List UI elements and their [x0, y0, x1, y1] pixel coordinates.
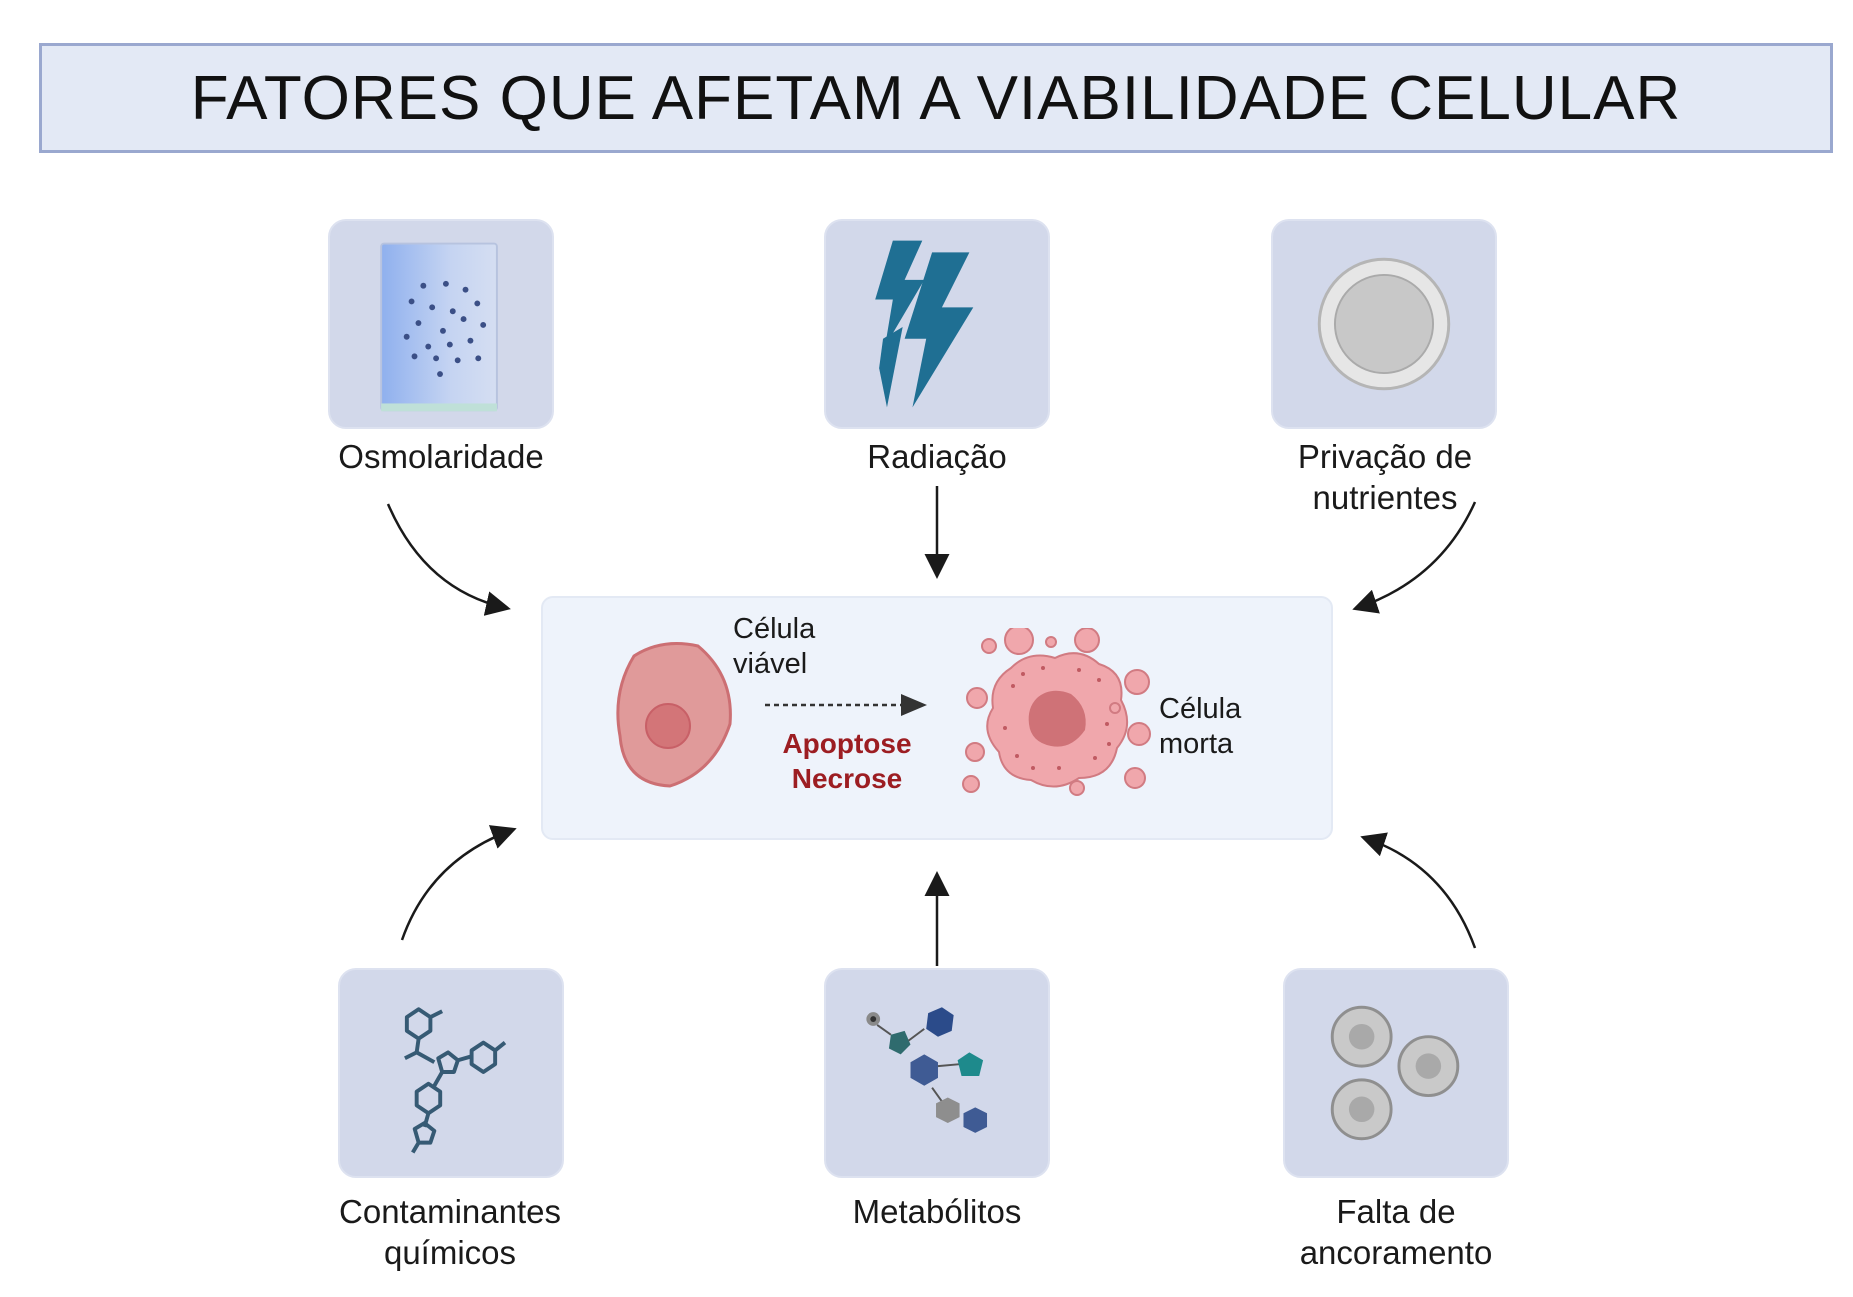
factor-box-privacao: [1271, 219, 1497, 429]
dead-cell-icon: [962, 628, 1151, 796]
floating-cells-icon: [1330, 1005, 1460, 1141]
label-privacao: Privação de nutrientes: [1297, 438, 1473, 516]
molecule-icon: [404, 1007, 507, 1154]
label-contaminantes: Contaminantes químicos: [339, 1193, 561, 1271]
metabolites-icon: [866, 1007, 988, 1133]
process-label: Apoptose Necrose: [782, 728, 912, 794]
label-radiacao: Radiação: [867, 438, 1007, 475]
process-arrow: [765, 694, 927, 716]
label-ancoramento: Falta de ancoramento: [1299, 1193, 1493, 1271]
dead-cell-label: Célula morta: [1159, 693, 1242, 760]
arrow-osmolaridade: [386, 503, 511, 616]
cell-death-panel: Célula viável Apoptose Necrose: [541, 596, 1333, 840]
factor-box-osmolaridade: [328, 219, 554, 429]
factor-box-radiacao: [824, 219, 1050, 429]
label-metabolitos: Metabólitos: [852, 1193, 1022, 1230]
beaker-icon: [380, 242, 498, 412]
title-banner: FATORES QUE AFETAM A VIABILIDADE CELULAR: [39, 43, 1833, 153]
page-title: FATORES QUE AFETAM A VIABILIDADE CELULAR: [190, 63, 1682, 133]
petri-dish-icon: [1317, 257, 1451, 391]
label-osmolaridade: Osmolaridade: [338, 438, 544, 475]
factor-box-ancoramento: [1283, 968, 1509, 1178]
arrow-ancoramento: [1360, 832, 1477, 949]
arrow-contaminantes: [400, 825, 517, 941]
factor-box-contaminantes: [338, 968, 564, 1178]
factor-box-metabolitos: [824, 968, 1050, 1178]
viable-cell-icon: [616, 642, 732, 788]
viable-cell-label: Célula viável: [733, 613, 816, 680]
lightning-icon: [875, 240, 974, 408]
